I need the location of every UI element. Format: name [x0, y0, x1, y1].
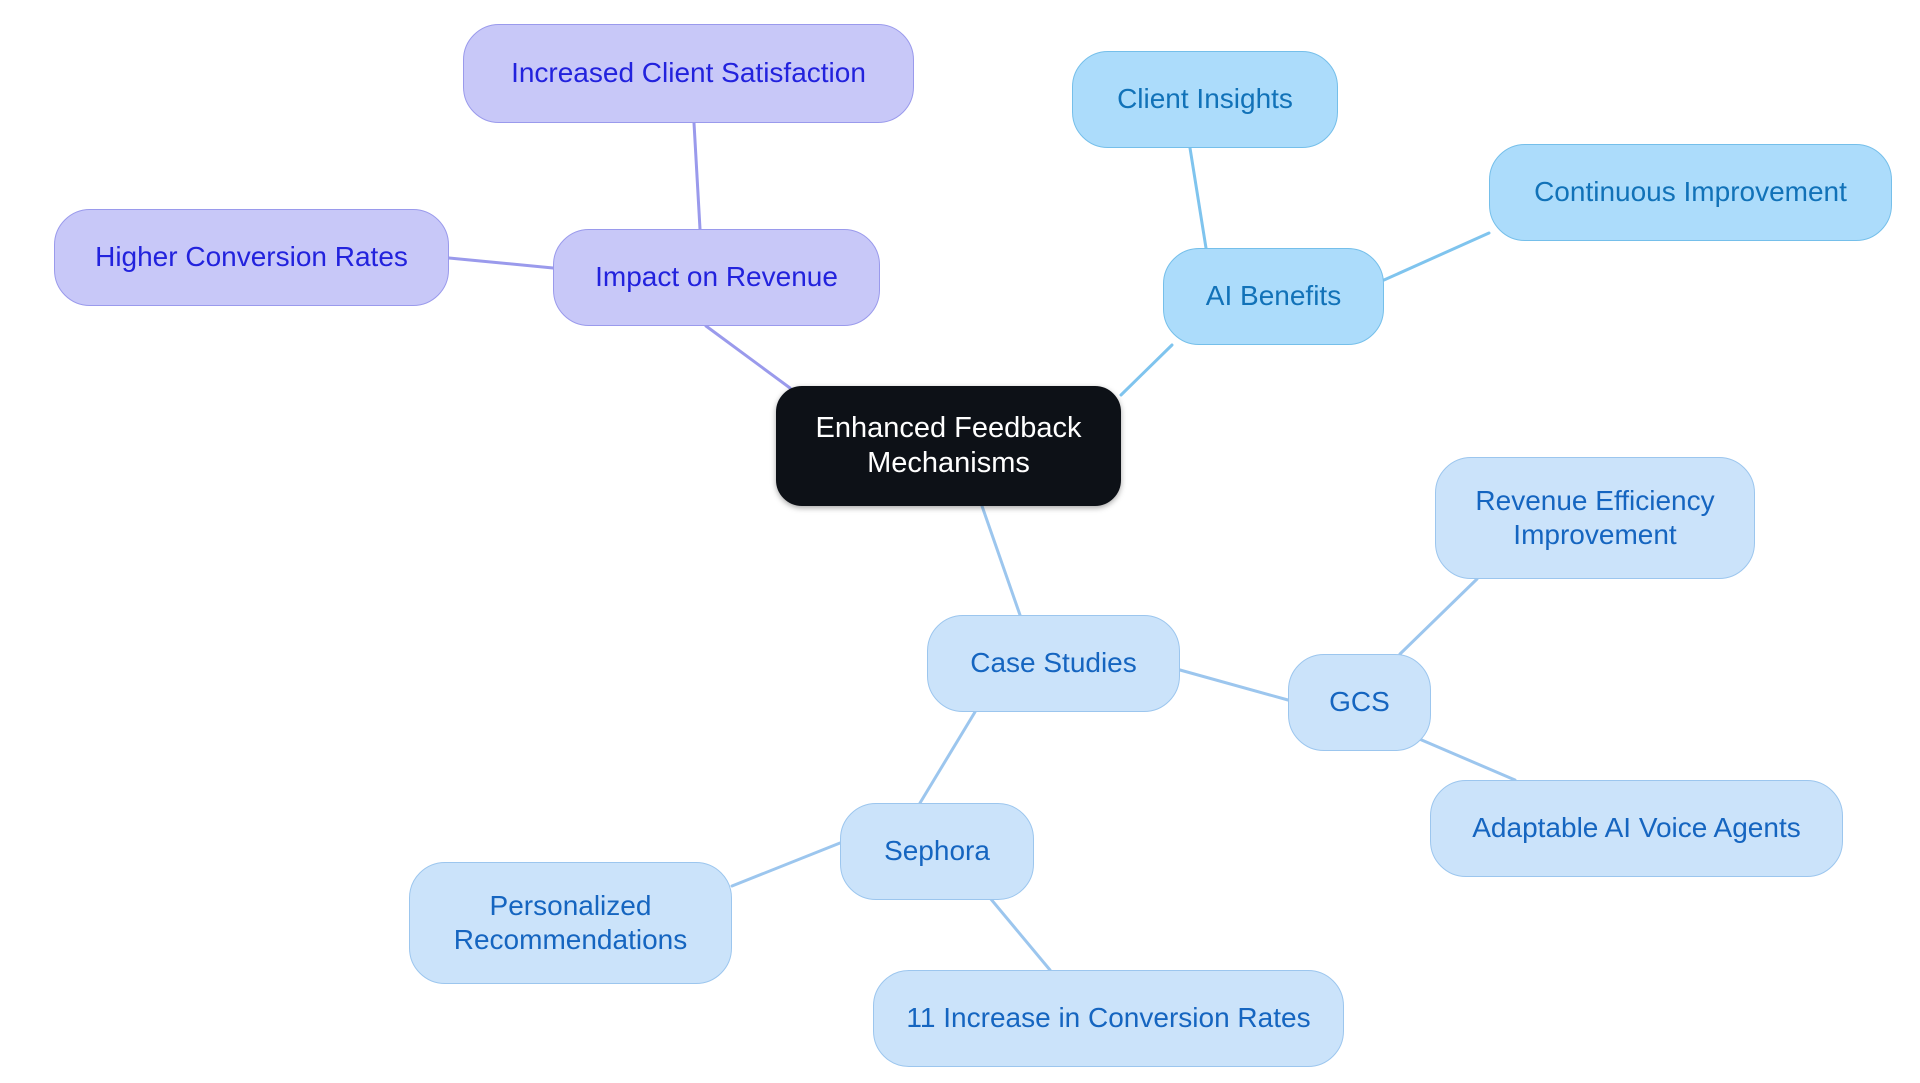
node-client-insights[interactable]: Client Insights [1072, 51, 1338, 148]
node-gcs[interactable]: GCS [1288, 654, 1431, 751]
edge-case-studies-to-sephora [918, 710, 977, 805]
node-continuous-improvement[interactable]: Continuous Improvement [1489, 144, 1892, 241]
node-adaptable-ai-voice-agents[interactable]: Adaptable AI Voice Agents [1430, 780, 1843, 877]
node-root[interactable]: Enhanced Feedback Mechanisms [776, 386, 1121, 506]
node-personalized-recommendations[interactable]: Personalized Recommendations [409, 862, 732, 984]
edge-gcs-to-revenue-efficiency-improvement [1398, 577, 1479, 656]
edge-root-to-case-studies [980, 504, 1022, 617]
node-increase-in-conversion-rates[interactable]: 11 Increase in Conversion Rates [873, 970, 1344, 1067]
edge-ai-benefits-to-client-insights [1188, 146, 1208, 250]
edge-impact-on-revenue-to-increased-client-satisfaction [692, 121, 702, 231]
edge-impact-on-revenue-to-higher-conversion-rates [447, 256, 555, 270]
edge-sephora-to-personalized-recommendations [730, 841, 842, 888]
node-ai-benefits[interactable]: AI Benefits [1163, 248, 1384, 345]
node-sephora[interactable]: Sephora [840, 803, 1034, 900]
node-case-studies[interactable]: Case Studies [927, 615, 1180, 712]
edge-root-to-impact-on-revenue [704, 324, 792, 390]
node-revenue-efficiency-improvement[interactable]: Revenue Efficiency Improvement [1435, 457, 1755, 579]
edge-gcs-to-adaptable-ai-voice-agents [1408, 733, 1517, 782]
edge-case-studies-to-gcs [1178, 668, 1290, 702]
node-increased-client-satisfaction[interactable]: Increased Client Satisfaction [463, 24, 914, 123]
edge-root-to-ai-benefits [1119, 343, 1174, 397]
node-higher-conversion-rates[interactable]: Higher Conversion Rates [54, 209, 449, 306]
edge-ai-benefits-to-continuous-improvement [1382, 231, 1491, 282]
node-impact-on-revenue[interactable]: Impact on Revenue [553, 229, 880, 326]
